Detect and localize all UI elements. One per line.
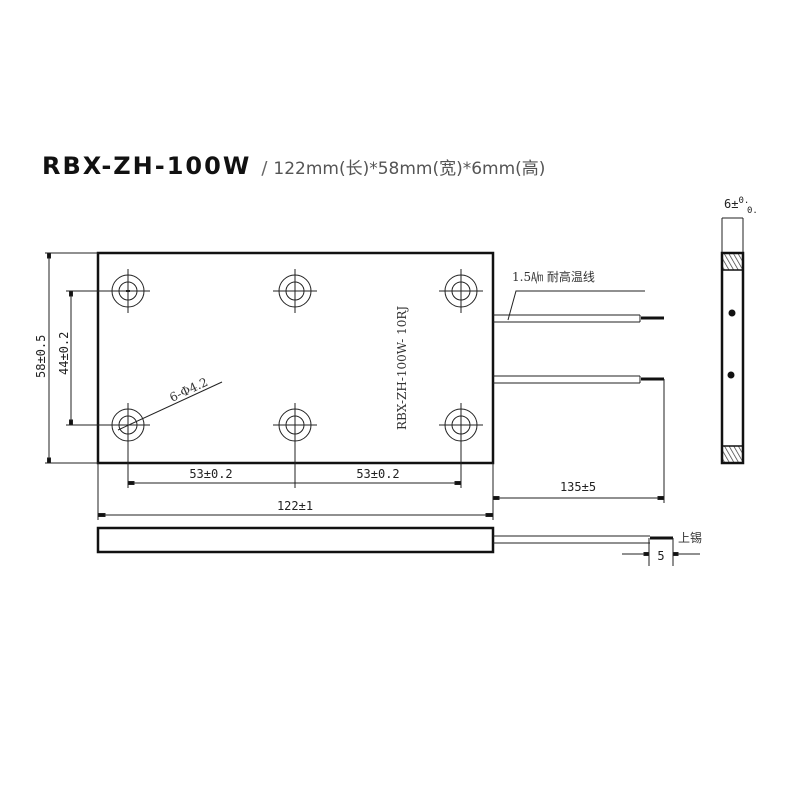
hole-icon xyxy=(273,269,317,313)
mounting-holes xyxy=(106,269,483,447)
lead-wires xyxy=(493,314,664,384)
dim-hole-spacing-left: 53±0.2 xyxy=(189,467,232,481)
hole-icon xyxy=(439,403,483,447)
side-view-wires xyxy=(493,535,700,566)
title-separator: / xyxy=(261,158,268,179)
wire-exit-dot-icon xyxy=(727,371,735,379)
dim-hole-spacing-right: 53±0.2 xyxy=(356,467,399,481)
dim-wire-length xyxy=(492,379,665,503)
dim-overall-length xyxy=(97,463,494,520)
end-view xyxy=(720,217,745,465)
dim-overall-width-label: 58±0.5 xyxy=(34,335,48,378)
hole-callout-leader xyxy=(117,381,223,431)
dim-hole-spacing-horizontal xyxy=(127,447,462,488)
dim-tin-length: 5 xyxy=(657,549,664,563)
product-title: RBX-ZH-100W /122mm(长)*58mm(宽)*6mm(高) xyxy=(42,152,545,180)
dim-wire-length-label: 135±5 xyxy=(560,480,596,494)
dim-thickness: 6±0.0. xyxy=(724,196,758,216)
wire-label: 1.5㏟ 耐高温线 xyxy=(512,269,595,284)
dim-hole-spacing-vertical-label: 44±0.2 xyxy=(57,332,71,375)
product-dimensions: 122mm(长)*58mm(宽)*6mm(高) xyxy=(273,159,546,179)
hole-icon xyxy=(273,403,317,447)
plate-side-view xyxy=(96,526,495,554)
plate-label: RBX-ZH-100W- 10RJ xyxy=(395,306,409,430)
tin-label: 上锡 xyxy=(678,530,702,545)
dim-overall-length-label: 122±1 xyxy=(277,499,313,513)
dim-hole-spacing-vertical xyxy=(66,290,106,426)
hole-icon xyxy=(439,269,483,313)
hole-icon xyxy=(106,269,150,313)
dim-overall-width xyxy=(45,252,98,464)
wire-exit-dot-icon xyxy=(728,309,736,317)
wire-label-leader xyxy=(507,290,645,321)
model-name: RBX-ZH-100W xyxy=(42,152,252,180)
